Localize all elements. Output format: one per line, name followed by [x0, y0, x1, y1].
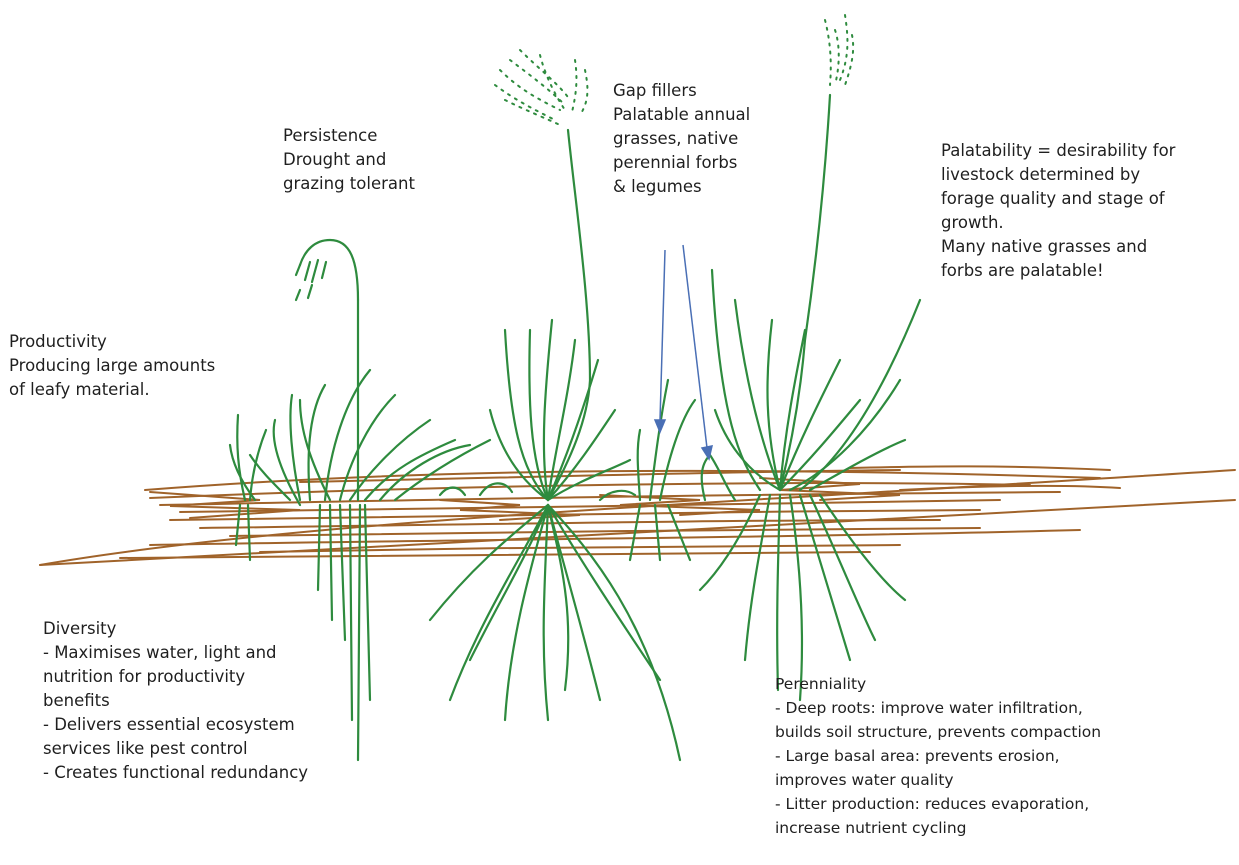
gap-fillers-label: Gap fillers Palatable annual grasses, na… — [613, 79, 750, 199]
gap-filler-arrows — [655, 245, 712, 459]
persistence-label: Persistence Drought and grazing tolerant — [283, 124, 415, 196]
palatability-label: Palatability = desirability for livestoc… — [941, 139, 1175, 283]
perenniality-label: Perenniality - Deep roots: improve water… — [775, 672, 1101, 840]
productivity-label: Productivity Producing large amounts of … — [9, 330, 215, 402]
diversity-label: Diversity - Maximises water, light and n… — [43, 617, 308, 785]
